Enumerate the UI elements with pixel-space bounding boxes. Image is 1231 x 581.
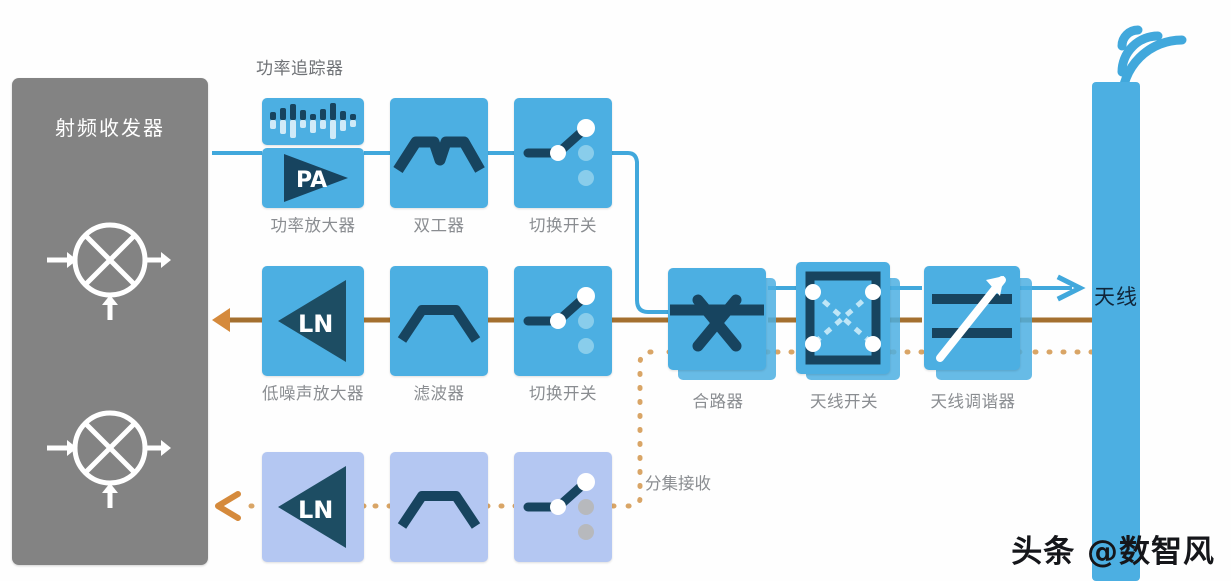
low-noise-amplifier-block[interactable]: LN [262,266,364,376]
diversity-filter-block[interactable] [390,452,488,562]
antenna-label: 天线 [1094,285,1138,309]
svg-text:LN: LN [298,310,333,338]
rx-switch-label: 切换开关 [529,384,597,403]
diversity-reception-label: 分集接收 [645,474,711,493]
watermark: 头条 @数智风 [1011,534,1215,570]
rf-transceiver-label: 射频收发器 [55,116,165,140]
combiner-label: 合路器 [692,392,744,411]
antenna-switch-label: 天线开关 [810,392,878,411]
svg-text:PA: PA [296,168,327,193]
svg-text:LN: LN [298,496,333,524]
mixer-downconvert-icon [45,396,175,514]
antenna-tuner-label: 天线调谐器 [930,392,1016,411]
tx-switch-block[interactable] [514,98,612,208]
power-amplifier-label: 功率放大器 [270,216,356,235]
low-noise-amplifier-label: 低噪声放大器 [262,384,364,403]
power-amplifier-block[interactable]: PA [262,148,364,208]
mixer-upconvert-icon [45,208,175,326]
antenna-block[interactable] [1092,82,1140,581]
tx-switch-label: 切换开关 [529,216,597,235]
duplexer-label: 双工器 [413,216,465,235]
combiner-block[interactable] [668,268,766,370]
filter-block[interactable] [390,266,488,376]
duplexer-block[interactable] [390,98,488,208]
rf-transceiver-block[interactable]: 射频收发器 [12,78,208,565]
antenna-tuner-block[interactable] [924,266,1020,370]
power-tracker-block[interactable] [262,98,364,145]
diversity-lna-block[interactable]: LN [262,452,364,562]
antenna-switch-block[interactable] [796,262,890,374]
rx-switch-block[interactable] [514,266,612,376]
power-tracker-label: 功率追踪器 [256,59,344,79]
filter-label: 滤波器 [413,384,465,403]
diversity-switch-block[interactable] [514,452,612,562]
